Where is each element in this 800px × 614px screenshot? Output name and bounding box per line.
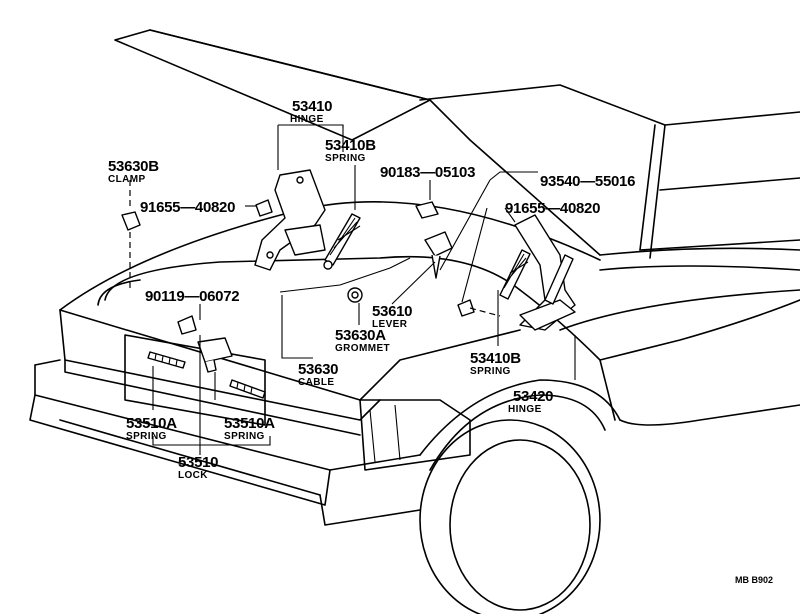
label-53610-name: LEVER [372, 319, 408, 330]
figure-code: MB B902 [735, 575, 773, 585]
label-53410-part: 53410 [292, 98, 332, 115]
label-53510a-right-name: SPRING [224, 431, 265, 442]
label-53420-name: HINGE [508, 404, 542, 415]
label-53630b-name: CLAMP [108, 174, 146, 185]
label-53630b-part: 53630B [108, 158, 159, 175]
label-53510a-left-part: 53510A [126, 415, 177, 432]
label-53410b-right-part: 53410B [470, 350, 521, 367]
label-53410b-right-name: SPRING [470, 366, 511, 377]
label-53610-part: 53610 [372, 303, 412, 320]
label-53630a-name: GROMMET [335, 343, 390, 354]
label-53510-part: 53510 [178, 454, 218, 471]
label-90183-part: 90183—05103 [380, 164, 475, 181]
parts [121, 169, 576, 399]
label-53410b-top-name: SPRING [325, 153, 366, 164]
label-53630a-part: 53630A [335, 327, 386, 344]
label-90119-part: 90119—06072 [145, 288, 239, 305]
callouts: 53410 HINGE 53410B SPRING 53630B CLAMP 9… [108, 98, 773, 585]
car-body [29, 29, 800, 614]
leader-lines [129, 124, 576, 455]
label-53510-name: LOCK [178, 470, 208, 481]
label-53410b-top-part: 53410B [325, 137, 376, 154]
label-91655-right-part: 91655—40820 [505, 200, 600, 217]
label-53630-name: CABLE [298, 377, 334, 388]
label-93540-part: 93540—55016 [540, 173, 635, 190]
right-springs [499, 249, 574, 305]
label-53510a-left-name: SPRING [126, 431, 167, 442]
label-53630-part: 53630 [298, 361, 338, 378]
label-53410-name: HINGE [290, 114, 324, 125]
label-53420-part: 53420 [513, 388, 553, 405]
left-spring [323, 213, 361, 270]
label-53510a-right-part: 53510A [224, 415, 275, 432]
label-91655-left-part: 91655—40820 [140, 199, 235, 216]
